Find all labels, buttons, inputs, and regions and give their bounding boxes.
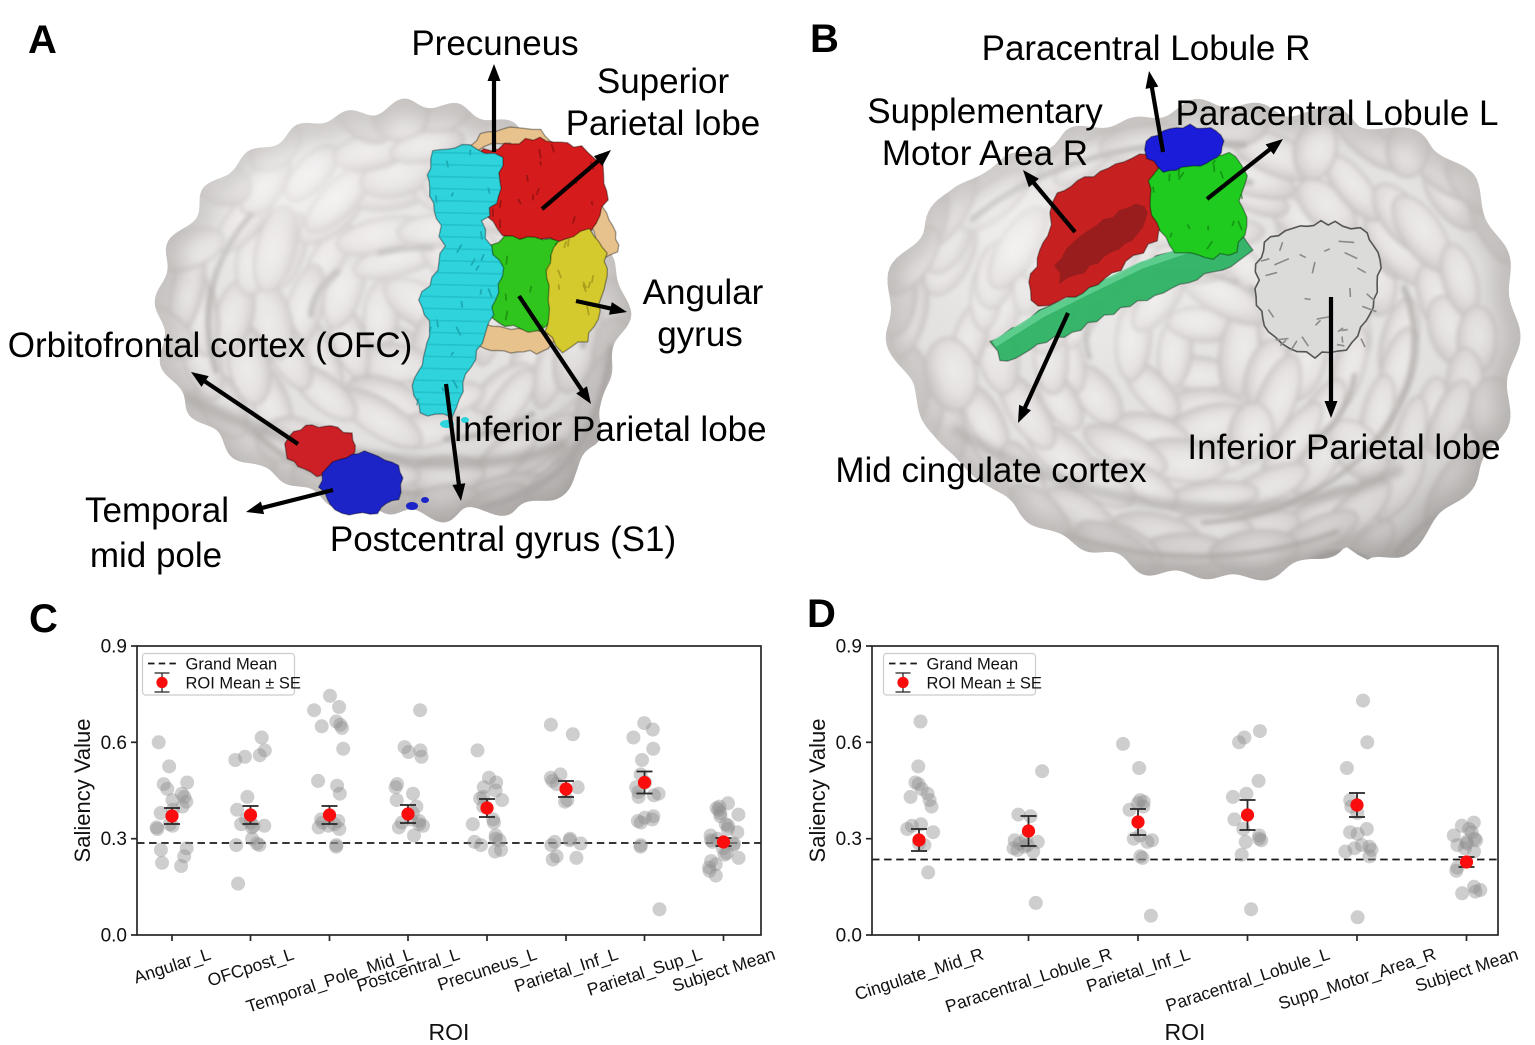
svg-text:A: A (28, 18, 57, 62)
svg-text:Temporal: Temporal (85, 491, 229, 530)
svg-text:Precuneus: Precuneus (411, 24, 578, 63)
svg-text:Inferior Parietal lobe: Inferior Parietal lobe (1187, 428, 1500, 467)
svg-text:0.6: 0.6 (101, 733, 127, 754)
svg-text:0.0: 0.0 (101, 926, 127, 947)
svg-text:Superior: Superior (597, 62, 730, 101)
svg-text:Parietal lobe: Parietal lobe (566, 104, 761, 143)
svg-text:Motor Area R: Motor Area R (882, 134, 1088, 173)
svg-text:Orbitofrontal cortex (OFC): Orbitofrontal cortex (OFC) (8, 326, 413, 365)
svg-text:ROI Mean ± SE: ROI Mean ± SE (186, 675, 301, 693)
svg-text:Supplementary: Supplementary (867, 92, 1103, 131)
svg-text:0.3: 0.3 (836, 829, 862, 850)
svg-text:0.0: 0.0 (836, 926, 862, 947)
svg-text:0.9: 0.9 (101, 637, 127, 658)
svg-text:Mid cingulate cortex: Mid cingulate cortex (835, 451, 1147, 490)
svg-text:Saliency Value: Saliency Value (70, 719, 95, 863)
svg-text:gyrus: gyrus (657, 315, 743, 354)
svg-text:D: D (807, 592, 836, 636)
svg-text:mid pole: mid pole (90, 536, 222, 575)
svg-text:0.9: 0.9 (836, 637, 862, 658)
svg-text:Paracentral Lobule L: Paracentral Lobule L (1176, 94, 1499, 133)
svg-text:0.6: 0.6 (836, 733, 862, 754)
svg-text:0.3: 0.3 (101, 829, 127, 850)
svg-text:B: B (810, 17, 839, 61)
svg-text:Grand Mean: Grand Mean (186, 656, 278, 674)
svg-text:Postcentral gyrus (S1): Postcentral gyrus (S1) (330, 520, 676, 559)
svg-text:Angular: Angular (643, 273, 764, 312)
svg-text:Grand Mean: Grand Mean (927, 656, 1019, 674)
svg-text:ROI: ROI (1165, 1019, 1206, 1045)
svg-text:Paracentral Lobule R: Paracentral Lobule R (982, 29, 1311, 68)
svg-text:C: C (29, 597, 58, 641)
svg-text:ROI Mean ± SE: ROI Mean ± SE (927, 675, 1042, 693)
svg-text:Inferior Parietal lobe: Inferior Parietal lobe (453, 410, 766, 449)
svg-text:ROI: ROI (429, 1019, 470, 1045)
svg-text:Saliency Value: Saliency Value (805, 719, 830, 863)
